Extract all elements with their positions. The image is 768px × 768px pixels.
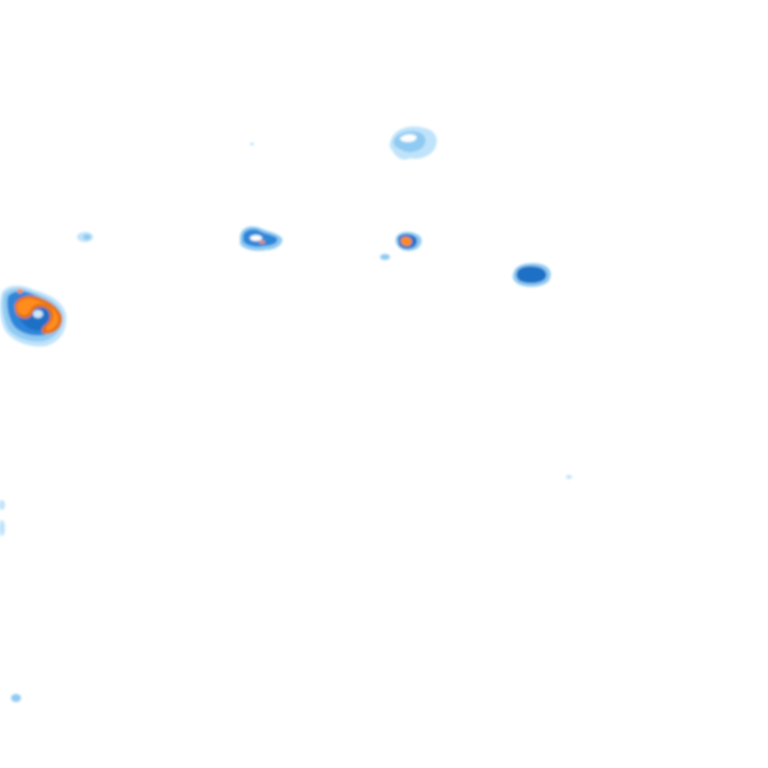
- precip-light: [380, 254, 390, 260]
- precip-cell-southwest-specks: [0, 142, 572, 702]
- precip-light: [11, 694, 21, 702]
- precip-very-light: [566, 475, 572, 479]
- precip-very-light: [0, 500, 5, 510]
- precip-cell-center-left: [240, 226, 283, 251]
- precip-cell-far-west: [0, 285, 67, 347]
- precip-gap: [33, 310, 43, 318]
- precip-light: [83, 234, 91, 240]
- precip-intense: [259, 240, 265, 244]
- precip-gap: [250, 235, 262, 241]
- precip-cell-center: [380, 231, 422, 260]
- precip-cell-west-small: [77, 232, 93, 242]
- precip-intense: [400, 236, 412, 246]
- precip-cell-north: [389, 126, 437, 160]
- precip-very-light: [250, 142, 254, 146]
- precip-intense: [17, 288, 23, 294]
- precip-heavy: [516, 266, 547, 284]
- precip-very-light: [0, 520, 5, 536]
- precip-gap: [400, 134, 417, 142]
- precip-intense: [16, 298, 59, 331]
- precip-cell-center-right: [512, 263, 551, 287]
